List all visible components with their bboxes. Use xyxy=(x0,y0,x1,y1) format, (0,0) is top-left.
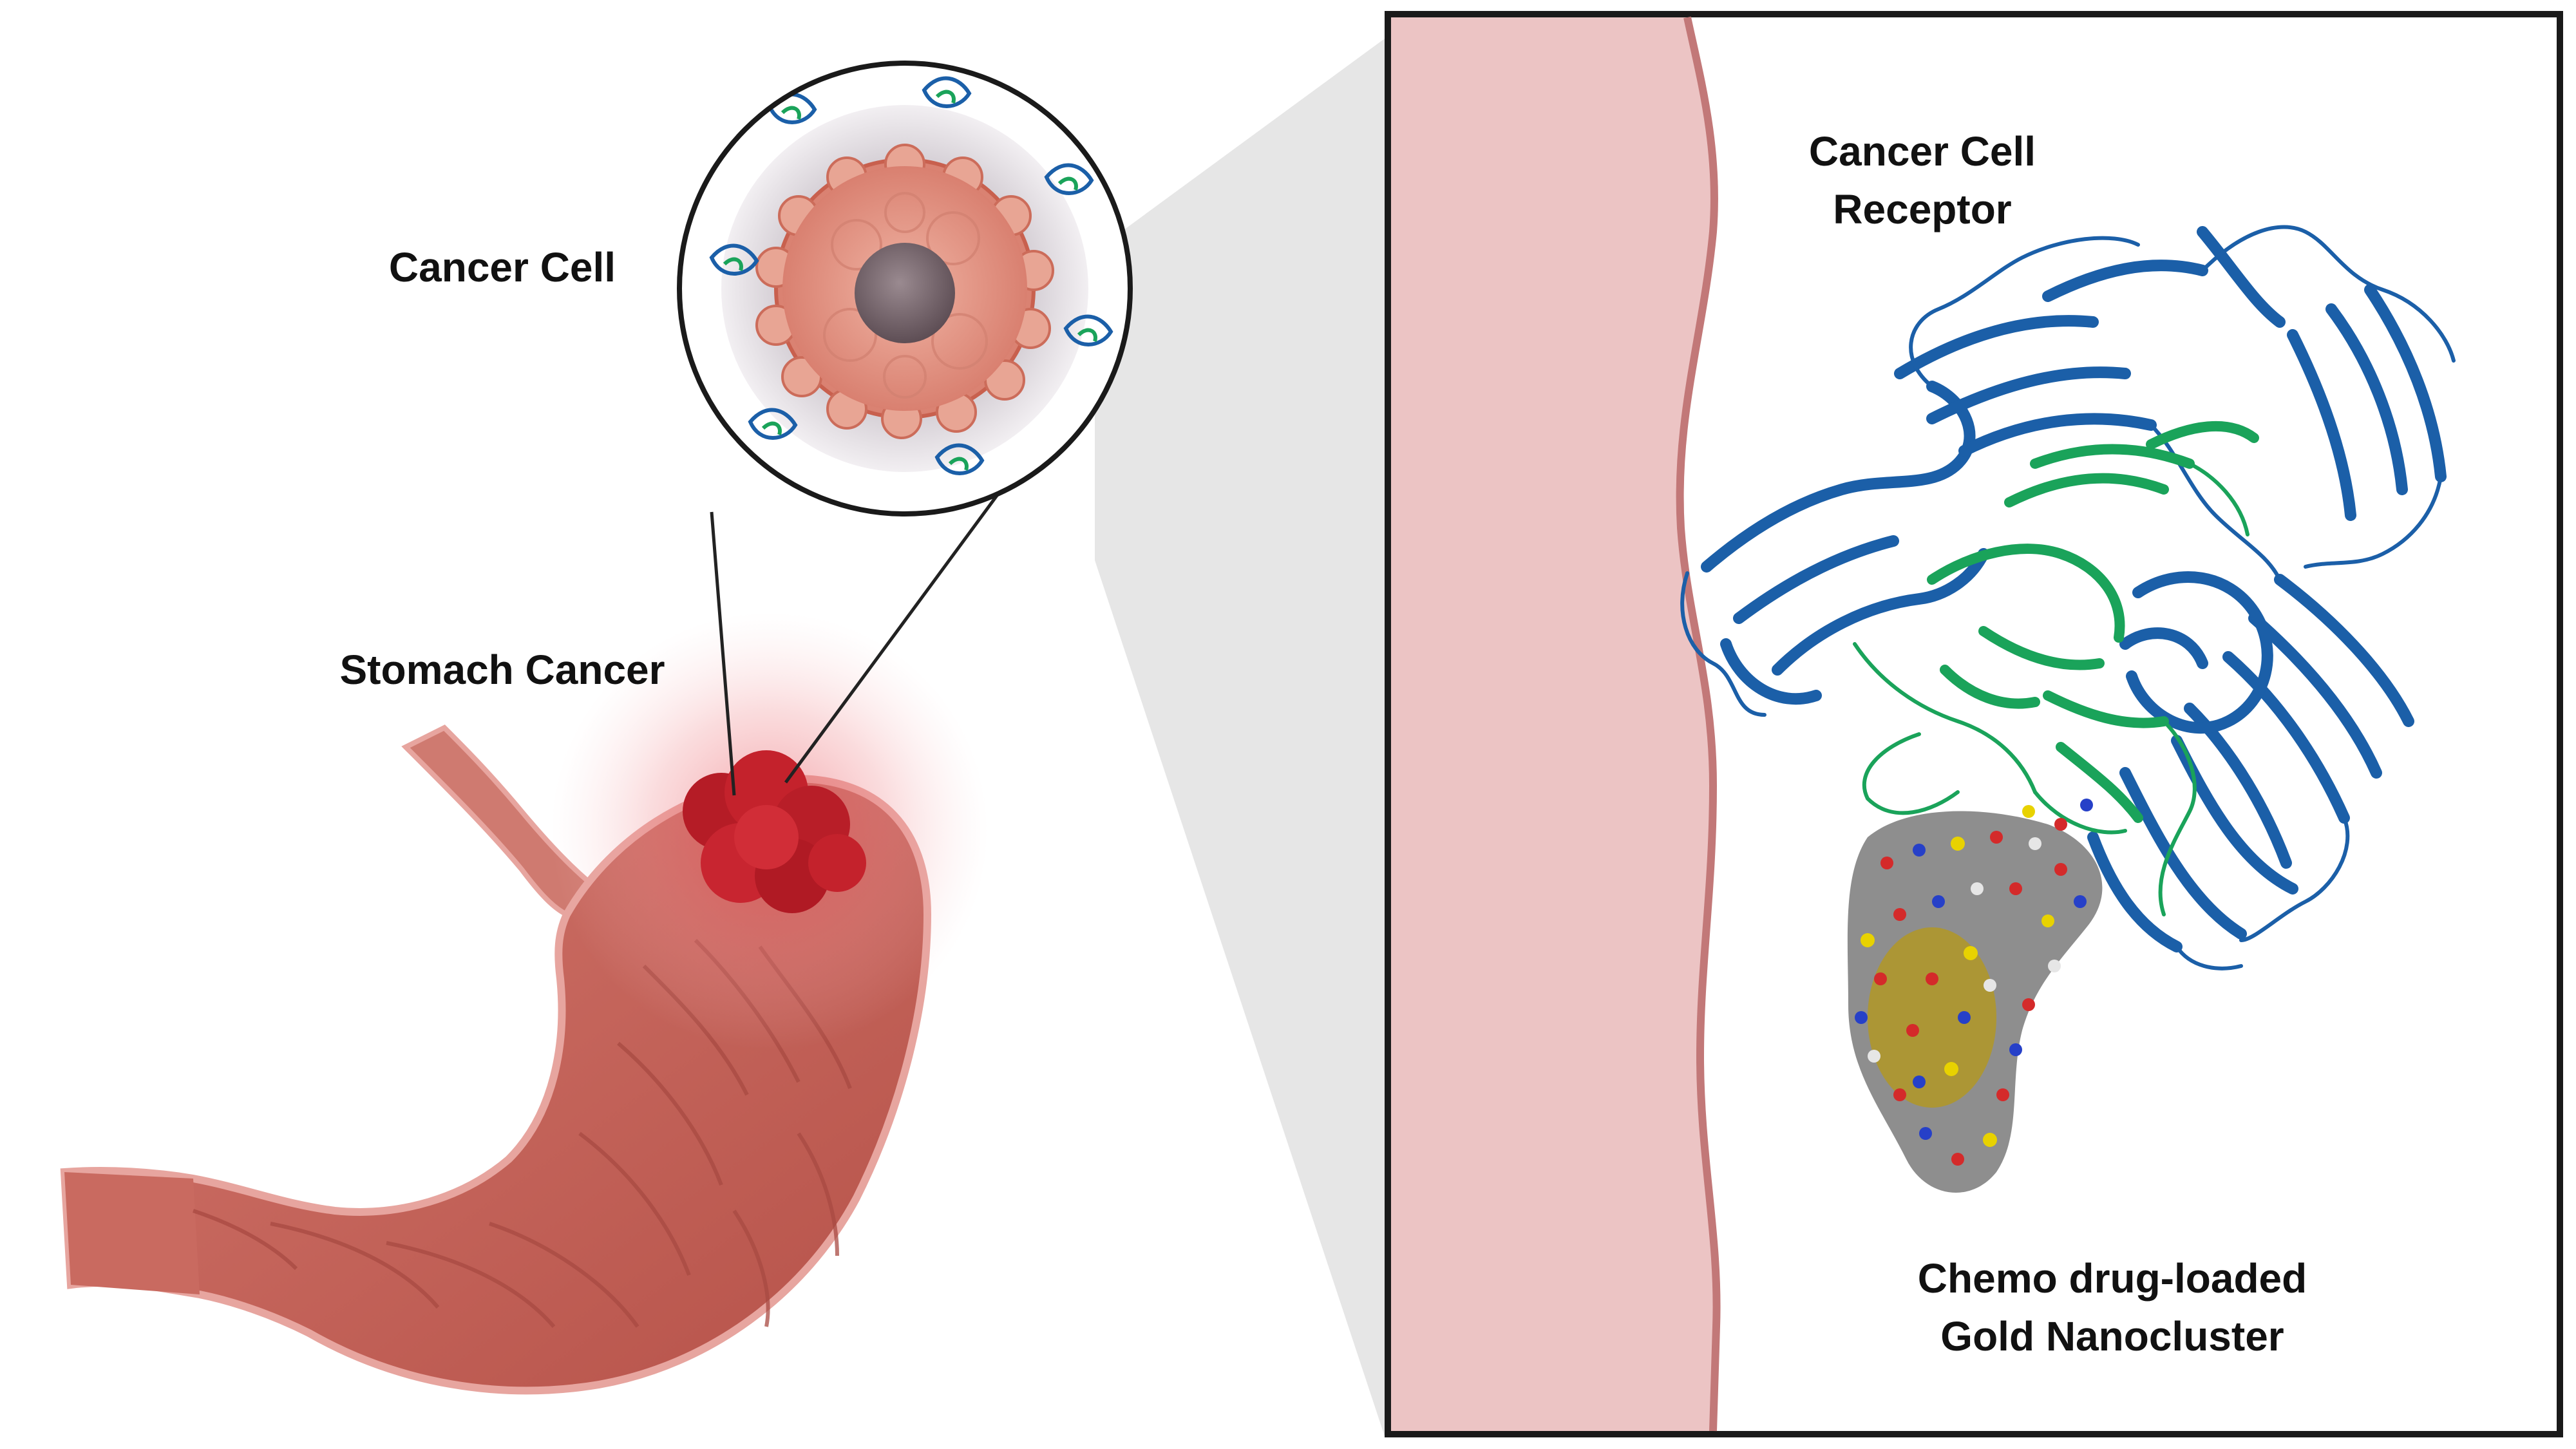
zoom-wedge xyxy=(1095,39,1385,1436)
nanocluster-icon xyxy=(1847,799,2103,1193)
zoom-line-right xyxy=(784,488,1003,784)
cancer-cell-label: Cancer Cell xyxy=(389,244,616,290)
zoom-line-left xyxy=(710,511,736,796)
receptor-label-line1: Cancer Cell xyxy=(1809,128,2036,175)
cancer-cell-icon xyxy=(677,61,1133,516)
nanocluster-label-line2: Gold Nanocluster xyxy=(1940,1313,2284,1359)
tumor xyxy=(683,750,866,913)
cell-membrane xyxy=(1391,17,1717,1431)
zoom-panel xyxy=(1385,11,2563,1437)
nanocluster-label-line1: Chemo drug-loaded xyxy=(1918,1255,2307,1302)
receptor-label-line2: Receptor xyxy=(1833,186,2011,232)
stomach-cancer-label: Stomach Cancer xyxy=(339,647,665,693)
